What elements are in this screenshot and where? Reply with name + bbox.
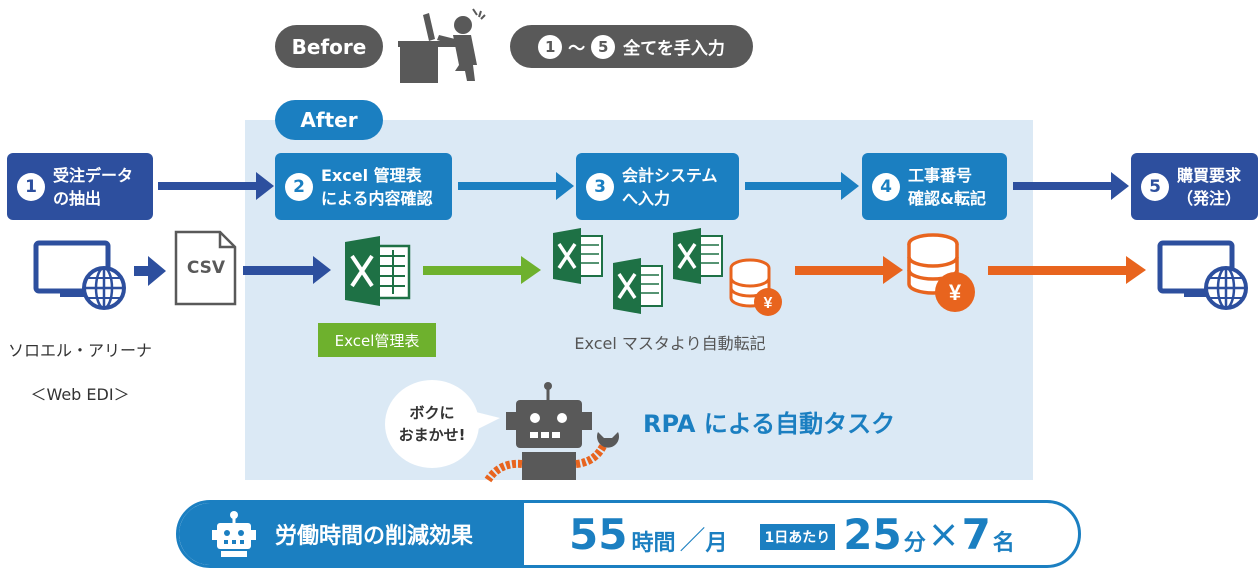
svg-text:¥: ¥ <box>949 280 962 305</box>
coin-stack-icon-large: ¥ <box>907 233 975 312</box>
step-1-text: 受注データ の抽出 <box>53 165 134 208</box>
step-arrow-1-2 <box>158 172 274 200</box>
summary-values: 55 時間 ／ 月 1日あたり 25 分 × 7 名 <box>569 503 1015 565</box>
slash: ／ <box>679 525 706 556</box>
arrow-csv-excel <box>243 256 331 284</box>
step-arrow-4-5 <box>1013 172 1129 200</box>
step-1-number: 1 <box>17 172 45 201</box>
summary-title-block: 労働時間の削減効果 <box>179 503 524 565</box>
step-2-text: Excel 管理表 による内容確認 <box>321 165 433 208</box>
step-4-text: 工事番号 確認&転記 <box>908 165 986 208</box>
excel-icon-small-3 <box>673 228 723 284</box>
minutes-unit: 分 <box>903 531 926 556</box>
step-3-text: 会計システム へ入力 <box>622 165 718 208</box>
note-tilde: 〜 <box>568 39 586 59</box>
excel-icon-small-2 <box>613 258 663 314</box>
coin-stack-icon-small: ¥ <box>729 258 782 316</box>
excel-icon-small-1 <box>553 228 603 284</box>
step-1: 1 受注データ の抽出 <box>7 153 153 220</box>
step-arrow-2-3 <box>458 172 574 200</box>
hours-value: 55 <box>569 509 628 559</box>
speech-bubble: ボクに おまかせ! <box>385 380 479 468</box>
summary-bar: 労働時間の削減効果 55 時間 ／ 月 1日あたり 25 分 × 7 名 <box>176 500 1081 568</box>
arrow-accounting-purchase <box>988 256 1146 284</box>
summary-title: 労働時間の削減効果 <box>275 524 474 549</box>
step-5: 5 購買要求 （発注） <box>1131 153 1258 220</box>
computer-globe-icon-source <box>33 240 126 310</box>
step-4-number: 4 <box>872 172 900 201</box>
csv-label: CSV <box>186 258 226 278</box>
source-label: ソロエル・アリーナ ＜Web EDI＞ <box>0 318 160 428</box>
manual-input-note: 1 〜 5 全てを手入力 <box>510 25 753 68</box>
step-arrow-3-4 <box>745 172 859 200</box>
minutes-value: 25 <box>843 509 902 559</box>
excel-icon-main <box>345 236 411 306</box>
arrow-source-csv <box>134 256 166 286</box>
step-2: 2 Excel 管理表 による内容確認 <box>275 153 452 220</box>
times-sign: × <box>927 512 960 556</box>
source-label-line1: ソロエル・アリーナ <box>7 341 152 360</box>
after-label: After <box>275 100 383 140</box>
worker-desk-icon <box>398 8 486 83</box>
step-4: 4 工事番号 確認&転記 <box>862 153 1007 220</box>
arrow-excel-master <box>423 256 541 284</box>
note-num-1: 1 <box>538 34 563 59</box>
people-unit: 名 <box>992 531 1015 556</box>
source-label-line2: ＜Web EDI＞ <box>30 385 130 404</box>
step-2-number: 2 <box>285 172 313 201</box>
step-5-text: 購買要求 （発注） <box>1177 165 1242 208</box>
step-5-number: 5 <box>1141 172 1169 201</box>
master-label: Excel マスタより自動転記 <box>574 334 766 353</box>
csv-file-icon <box>174 230 237 306</box>
hours-unit: 時間 <box>631 531 676 556</box>
note-num-5: 5 <box>591 34 616 59</box>
rpa-label: RPA による自動タスク <box>643 410 896 438</box>
step-3-number: 3 <box>586 172 614 201</box>
per-day-badge: 1日あたり <box>759 524 836 550</box>
robot-icon <box>484 382 620 483</box>
note-text: 全てを手入力 <box>623 39 725 59</box>
people-value: 7 <box>961 509 991 559</box>
before-label: Before <box>275 25 383 68</box>
flow-graphics: ¥ ¥ <box>33 172 1248 483</box>
computer-globe-icon-destination <box>1157 240 1248 310</box>
excel-tag: Excel管理表 <box>318 323 436 357</box>
svg-text:¥: ¥ <box>764 295 773 312</box>
step-3: 3 会計システム へ入力 <box>576 153 739 220</box>
per-month: 月 <box>705 531 728 556</box>
arrow-master-accounting <box>795 256 903 284</box>
robot-small-icon <box>212 511 256 557</box>
